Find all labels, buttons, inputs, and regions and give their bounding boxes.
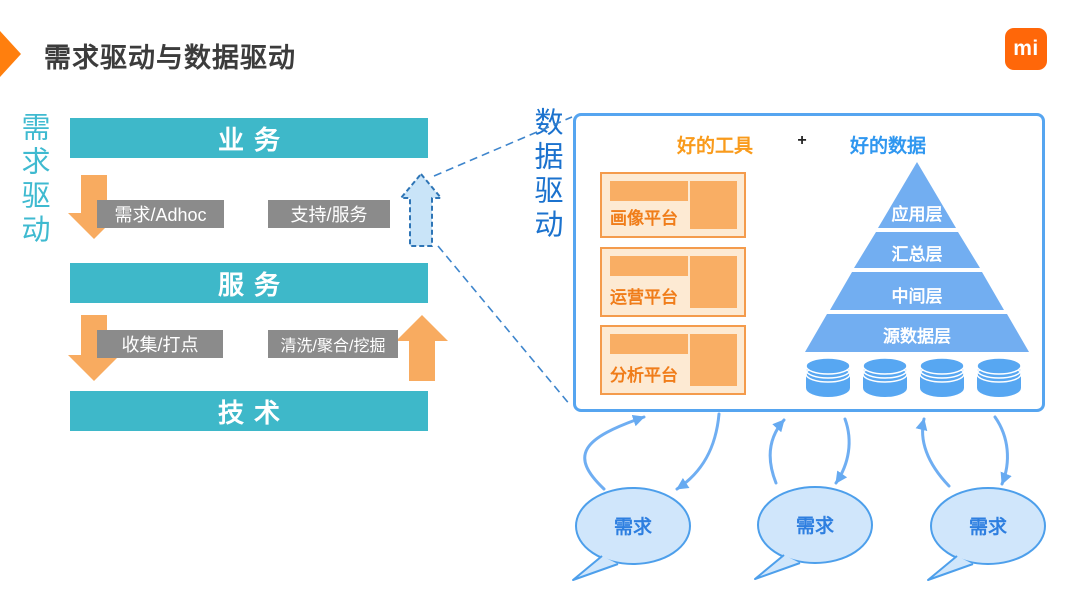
- data-pyramid: [805, 162, 1029, 352]
- layer-bar-business: 业务: [70, 118, 428, 158]
- curved-down-arrow-icon: [834, 417, 851, 485]
- card-bar-decoration: [610, 334, 688, 354]
- demand-bubble: 需求: [754, 486, 873, 580]
- platform-card-portrait: 画像平台: [600, 172, 746, 238]
- demand-driven-side-label: 需求驱动: [17, 112, 49, 248]
- demand-bubble-label: 需求: [796, 514, 835, 537]
- demand-bubble: 需求: [927, 487, 1046, 581]
- platform-card-label: 分析平台: [610, 366, 678, 385]
- flow-label-clean-aggregate-mine: 清洗/聚合/挖掘: [268, 330, 398, 358]
- dashed-up-arrow-icon: [400, 173, 442, 247]
- flow-label-support-service: 支持/服务: [268, 200, 390, 228]
- database-cylinder-icon: [919, 357, 965, 397]
- curved-down-arrow-icon: [993, 415, 1012, 486]
- database-cylinder-icon: [805, 357, 851, 397]
- card-side-decoration: [690, 334, 737, 386]
- platform-card-label: 画像平台: [610, 209, 678, 228]
- curved-up-arrow-icon: [768, 418, 786, 485]
- database-cylinder-icon: [862, 357, 908, 397]
- pyramid-layer-source-data: 源数据层: [883, 327, 951, 346]
- platform-card-label: 运营平台: [610, 288, 678, 307]
- database-cylinder-icon: [976, 357, 1022, 397]
- pyramid-layer-application: 应用层: [891, 205, 943, 224]
- platform-card-analysis: 分析平台: [600, 325, 746, 395]
- xiaomi-logo-icon: mi: [1005, 28, 1047, 70]
- page-title: 需求驱动与数据驱动: [44, 43, 296, 73]
- layer-bar-service: 服务: [70, 263, 428, 303]
- demand-bubble: 需求: [572, 487, 691, 581]
- pyramid-layer-middle: 中间层: [891, 287, 943, 306]
- title-marker-icon: [0, 31, 21, 77]
- curved-up-arrow-icon: [915, 417, 951, 488]
- demand-bubble-label: 需求: [969, 515, 1008, 538]
- flow-label-demand-adhoc: 需求/Adhoc: [97, 200, 224, 228]
- card-bar-decoration: [610, 181, 688, 201]
- xiaomi-logo-text: mi: [1013, 37, 1039, 60]
- data-driven-side-label: 数据驱动: [530, 107, 562, 243]
- good-tools-heading: 好的工具: [676, 136, 753, 157]
- card-side-decoration: [690, 256, 737, 308]
- up-arrow-icon: [396, 315, 448, 381]
- platform-card-operations: 运营平台: [600, 247, 746, 317]
- plus-sign: +: [797, 132, 807, 149]
- demand-bubble-label: 需求: [614, 515, 653, 538]
- card-bar-decoration: [610, 256, 688, 276]
- flow-label-collect-track: 收集/打点: [97, 330, 223, 358]
- card-side-decoration: [690, 181, 737, 229]
- layer-bar-technology: 技术: [70, 391, 428, 431]
- good-data-heading: 好的数据: [849, 136, 926, 157]
- pyramid-layer-summary: 汇总层: [891, 245, 943, 264]
- database-cylinders: [805, 357, 1022, 397]
